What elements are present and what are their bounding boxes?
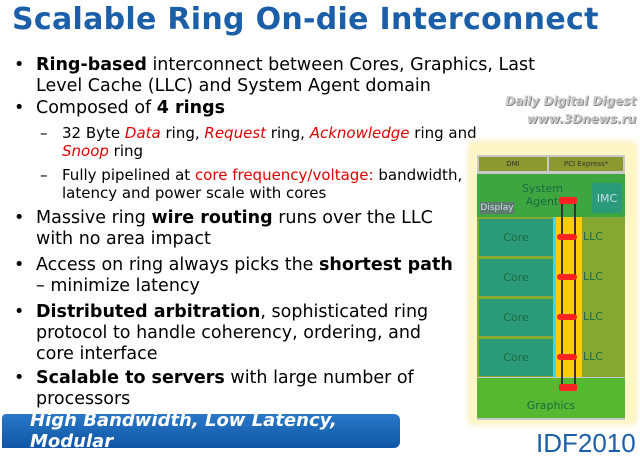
ring-diagram: DMI PCI Express* System Agent Display IM… xyxy=(470,143,635,423)
llc-label: LLC xyxy=(583,310,603,323)
imc-block: IMC xyxy=(592,183,622,213)
dmi-block: DMI xyxy=(479,157,547,171)
bullet-ring-based: •Ring-based interconnect between Cores, … xyxy=(14,55,535,96)
bullet-arbitration: •Distributed arbitration, sophisticated … xyxy=(14,302,429,364)
core-block: Core xyxy=(479,259,553,296)
llc-label: LLC xyxy=(583,350,603,363)
bullet-scalable: •Scalable to servers with large number o… xyxy=(14,368,414,409)
llc-label: LLC xyxy=(583,270,603,283)
bullet-composed: •Composed of 4 rings xyxy=(14,98,226,118)
core-block: Core xyxy=(479,219,553,256)
core-block: Core xyxy=(479,339,553,376)
llc-label: LLC xyxy=(583,230,603,243)
idf-logo: IDF2010 xyxy=(536,428,636,458)
graphics-block: Graphics xyxy=(477,378,625,418)
sub-bullet-pipelined: –Fully pipelined at core frequency/volta… xyxy=(40,166,463,202)
ring-icon xyxy=(561,201,576,390)
bullet-shortest-path: •Access on ring always picks the shortes… xyxy=(14,255,453,296)
sub-bullet-rings: –32 Byte Data ring, Request ring, Acknow… xyxy=(40,124,477,160)
display-block: Display xyxy=(480,202,514,214)
pcie-block: PCI Express* xyxy=(549,157,623,171)
slide-title: Scalable Ring On-die Interconnect xyxy=(12,2,599,37)
bullet-wire-routing: •Massive ring wire routing runs over the… xyxy=(14,208,433,249)
tagline-banner: High Bandwidth, Low Latency, Modular xyxy=(2,410,400,452)
core-block: Core xyxy=(479,299,553,336)
